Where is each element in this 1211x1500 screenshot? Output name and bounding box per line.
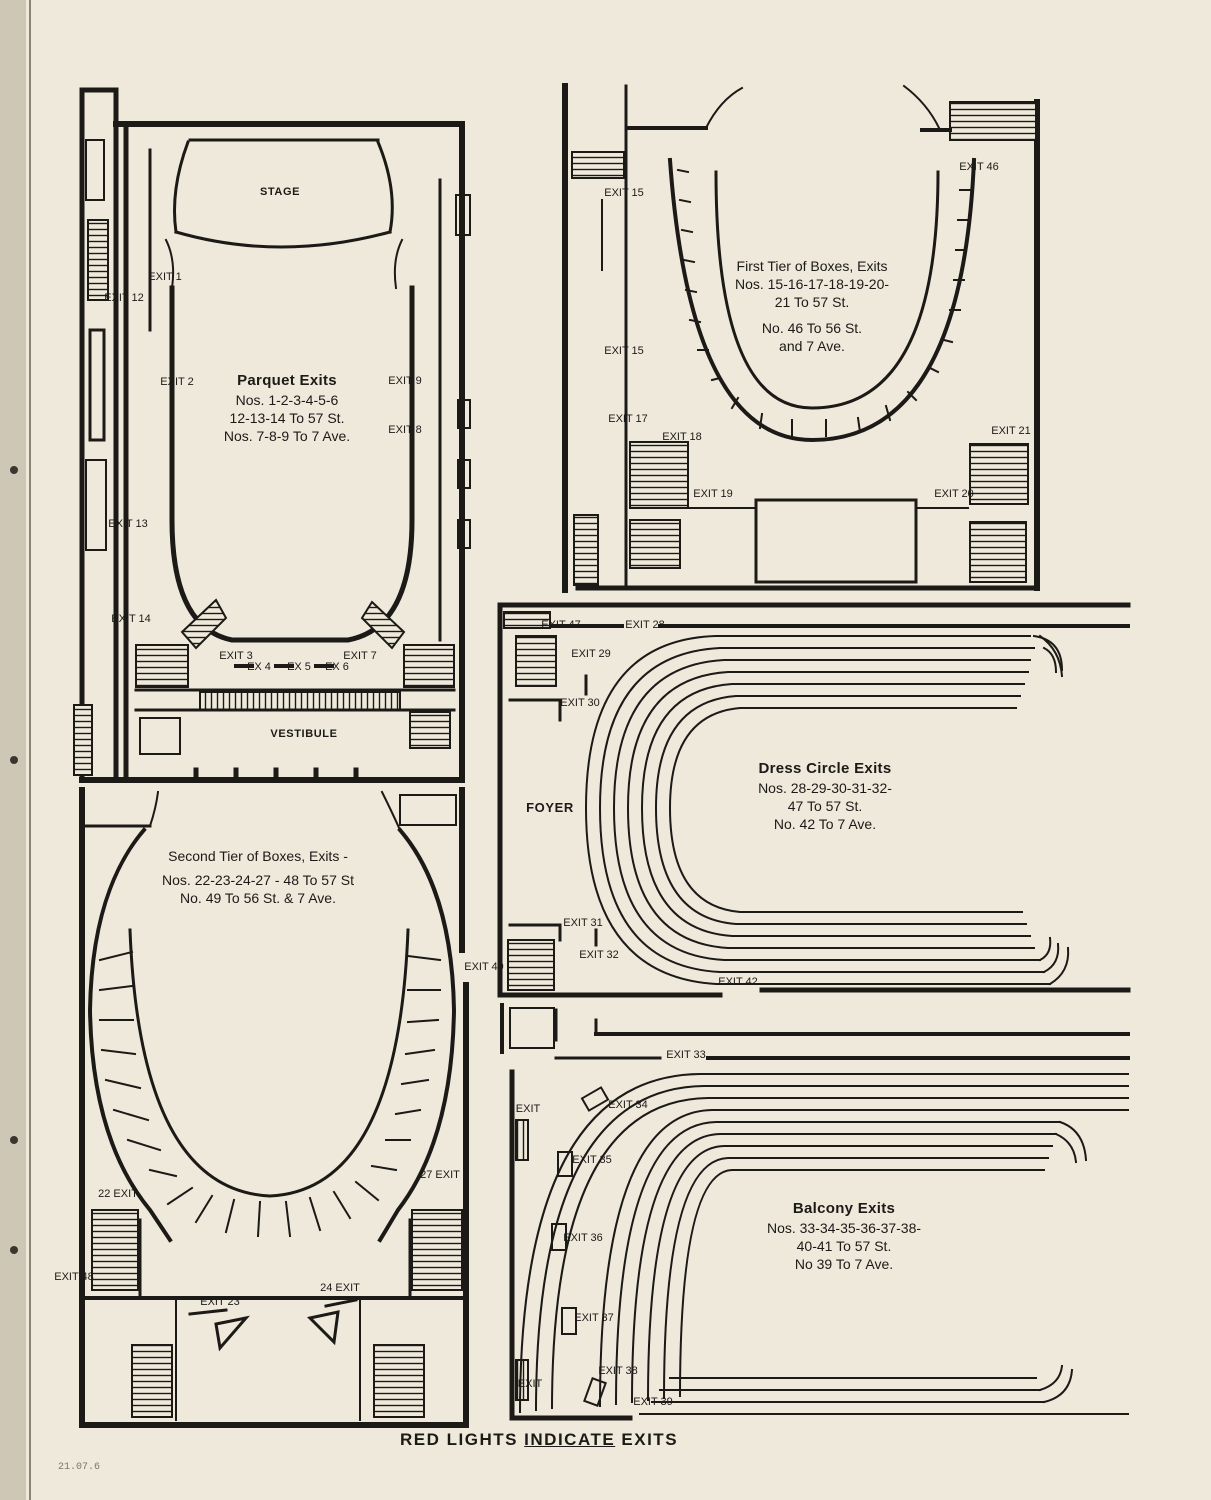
exit-label: EXIT 8 bbox=[388, 424, 422, 436]
exit-label: EXIT 21 bbox=[991, 425, 1031, 437]
first-tier-line: and 7 Ave. bbox=[779, 337, 845, 354]
exit-label: EXIT 7 bbox=[343, 650, 377, 662]
exit-label: EXIT 33 bbox=[666, 1049, 706, 1061]
exit-label: EXIT 31 bbox=[563, 917, 603, 929]
exit-label: EXIT 19 bbox=[693, 488, 733, 500]
balcony-plan bbox=[500, 1003, 1130, 1421]
foyer-label: FOYER bbox=[526, 800, 574, 815]
vestibule-label: VESTIBULE bbox=[270, 728, 338, 740]
exit-label: 27 EXIT bbox=[420, 1169, 460, 1181]
first-tier-line: Nos. 15-16-17-18-19-20- bbox=[734, 275, 890, 292]
binding-shadow bbox=[0, 0, 26, 1500]
first-tier-plan bbox=[562, 83, 1040, 593]
parquet-exits-block: Parquet Exits Nos. 1-2-3-4-5-6 12-13-14 … bbox=[224, 372, 350, 446]
exit-label: EXIT 30 bbox=[560, 697, 600, 709]
footer-caption: RED LIGHTS INDICATE EXITS bbox=[400, 1430, 678, 1450]
exit-label: EXIT 35 bbox=[572, 1154, 612, 1166]
exit-label: EX 6 bbox=[325, 661, 349, 673]
exit-label: EXIT 49 bbox=[464, 961, 504, 973]
exit-label: EXIT 13 bbox=[108, 518, 148, 530]
exit-label: EXIT 17 bbox=[608, 413, 648, 425]
exit-label: EXIT 32 bbox=[579, 949, 619, 961]
balcony-line: 40-41 To 57 St. bbox=[796, 1237, 892, 1254]
footer-part-underlined: INDICATE bbox=[524, 1430, 616, 1449]
exit-label: EXIT 38 bbox=[598, 1365, 638, 1377]
parquet-line: 12-13-14 To 57 St. bbox=[229, 409, 345, 426]
exit-label: EXIT 15 bbox=[604, 187, 644, 199]
exit-label: EXIT 37 bbox=[574, 1312, 614, 1324]
dress-circle-line: No. 42 To 7 Ave. bbox=[773, 815, 877, 832]
balcony-block: Balcony Exits Nos. 33-34-35-36-37-38- 40… bbox=[767, 1200, 921, 1274]
dress-circle-block: Dress Circle Exits Nos. 28-29-30-31-32- … bbox=[758, 760, 892, 834]
exit-label: EXIT 46 bbox=[959, 161, 999, 173]
exit-label: EXIT 12 bbox=[104, 292, 144, 304]
dress-circle-title: Dress Circle Exits bbox=[758, 760, 892, 777]
binding-hole bbox=[10, 1136, 18, 1144]
exit-label: EXIT 36 bbox=[563, 1232, 603, 1244]
first-tier-line: First Tier of Boxes, Exits bbox=[736, 258, 888, 274]
balcony-line: Nos. 33-34-35-36-37-38- bbox=[766, 1220, 922, 1236]
first-tier-block: First Tier of Boxes, Exits Nos. 15-16-17… bbox=[735, 258, 889, 356]
parquet-exits-title: Parquet Exits bbox=[237, 372, 337, 389]
exit-label: EXIT 9 bbox=[388, 375, 422, 387]
exit-label: EXIT 47 bbox=[541, 619, 581, 631]
exit-label: EXIT bbox=[515, 1103, 541, 1115]
dress-circle-line: 47 To 57 St. bbox=[787, 797, 863, 814]
footer-part: RED LIGHTS bbox=[400, 1430, 525, 1449]
exit-label: 22 EXIT bbox=[98, 1188, 138, 1200]
second-tier-line: Second Tier of Boxes, Exits - bbox=[168, 848, 348, 864]
exit-label: EXIT 39 bbox=[633, 1396, 673, 1408]
exit-label: EXIT 48 bbox=[54, 1271, 94, 1283]
exit-label: EXIT 3 bbox=[219, 650, 253, 662]
binding-hole bbox=[10, 756, 18, 764]
footer-part: EXITS bbox=[615, 1430, 679, 1449]
dress-circle-line: Nos. 28-29-30-31-32- bbox=[758, 780, 892, 796]
second-tier-block: Second Tier of Boxes, Exits - Nos. 22-23… bbox=[162, 848, 354, 908]
binding-hole bbox=[10, 466, 18, 474]
first-tier-line: No. 46 To 56 St. bbox=[761, 319, 863, 336]
exit-label: EXIT 20 bbox=[934, 488, 974, 500]
exit-label: EXIT bbox=[517, 1378, 543, 1390]
dress-circle-plan bbox=[497, 602, 1131, 998]
second-tier-plan bbox=[79, 787, 469, 1428]
second-tier-line: Nos. 22-23-24-27 - 48 To 57 St bbox=[162, 871, 354, 888]
balcony-title: Balcony Exits bbox=[792, 1200, 896, 1217]
parquet-plan bbox=[73, 87, 471, 783]
exit-label: EXIT 2 bbox=[160, 376, 194, 388]
second-tier-line: No. 49 To 56 St. & 7 Ave. bbox=[180, 889, 336, 906]
exit-label: EX 4 bbox=[247, 661, 271, 673]
stage-label: STAGE bbox=[259, 186, 301, 198]
exit-label: EXIT 29 bbox=[571, 648, 611, 660]
exit-label: EXIT 28 bbox=[625, 619, 665, 631]
parquet-line: Nos. 1-2-3-4-5-6 bbox=[235, 392, 339, 408]
exit-label: EXIT 15 bbox=[604, 345, 644, 357]
binding-hole bbox=[10, 1246, 18, 1254]
balcony-line: No 39 To 7 Ave. bbox=[794, 1255, 894, 1272]
exit-label: 24 EXIT bbox=[320, 1282, 360, 1294]
margin-pencil-mark: 21.07.6 bbox=[58, 1462, 101, 1473]
exit-label: EX 5 bbox=[287, 661, 311, 673]
parquet-line: Nos. 7-8-9 To 7 Ave. bbox=[223, 427, 351, 444]
exit-label: EXIT 14 bbox=[111, 613, 151, 625]
exit-label: EXIT 18 bbox=[662, 431, 702, 443]
exit-label: EXIT 1 bbox=[148, 271, 182, 283]
first-tier-line: 21 To 57 St. bbox=[774, 293, 850, 310]
exit-label: EXIT 34 bbox=[608, 1099, 648, 1111]
exit-label: EXIT 23 bbox=[200, 1296, 240, 1308]
exit-label: EXIT 42 bbox=[718, 976, 758, 988]
